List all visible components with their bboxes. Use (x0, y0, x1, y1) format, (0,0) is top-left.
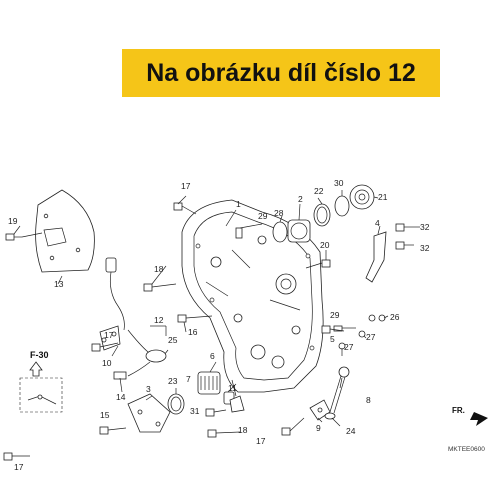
part-17-bolt-top (173, 202, 197, 215)
part-1-crankcase-cover (181, 199, 324, 393)
part-29-pin-lower (333, 325, 356, 332)
callout-31: 31 (190, 406, 200, 416)
callout-6: 6 (210, 351, 215, 361)
callout-13: 13 (54, 279, 64, 289)
part-32-bolt-upper (395, 223, 414, 232)
part-27-seal-upper (358, 330, 366, 338)
callout-10: 10 (102, 358, 112, 368)
callout-32-lower: 32 (420, 243, 430, 253)
callout-27-upper: 27 (366, 332, 376, 342)
callout-2: 2 (298, 194, 303, 204)
callout-21: 21 (378, 192, 388, 202)
part-23-o-ring (167, 393, 185, 415)
part-25-wire (113, 329, 169, 380)
callout-28: 28 (274, 208, 284, 218)
callout-7: 7 (186, 374, 191, 384)
callout-3: 3 (146, 384, 151, 394)
part-8-dipstick (329, 366, 350, 414)
callout-4: 4 (375, 218, 380, 228)
part-17-bolt-bottom-left (3, 452, 30, 461)
part-24-o-ring (324, 412, 336, 420)
leader-lines (13, 190, 420, 427)
callout-19: 19 (8, 216, 18, 226)
part-19-bolt (5, 232, 43, 241)
part-16-bolt (177, 314, 213, 323)
part-3-cover (127, 393, 171, 433)
callout-20: 20 (320, 240, 330, 250)
part-5-bolt (321, 325, 345, 334)
part-11-clip (229, 395, 245, 413)
part-18-bolt-lower (207, 429, 241, 438)
callout-5: 5 (330, 334, 335, 344)
part-17-bolt-middle (91, 342, 119, 352)
part-2-pump-assembly (287, 219, 311, 243)
callout-24: 24 (346, 426, 356, 436)
callout-9: 9 (316, 423, 321, 433)
callout-29-lower: 29 (330, 310, 340, 320)
callout-11: 11 (228, 383, 237, 393)
banner-text: Na obrázku díl číslo 12 (146, 58, 416, 87)
front-direction-arrow (470, 412, 488, 426)
section-reference-label: F-30 (30, 350, 49, 360)
part-22-circlip (313, 203, 331, 227)
callout-17-top: 17 (181, 181, 191, 191)
part-26-washer (368, 314, 386, 322)
f30-reference-detail (19, 361, 63, 413)
callout-18-upper: 18 (154, 264, 164, 274)
part-10-sensor-harness (99, 257, 125, 351)
part-28-seal (272, 221, 288, 243)
part-29-pin-upper (235, 227, 243, 239)
callout-27-lower: 27 (344, 342, 354, 352)
part-18-bolt-upper (143, 283, 177, 292)
part-17-bolt-bottom (281, 417, 305, 436)
callout-17-bottom-left: 17 (14, 462, 24, 472)
part-21-bearing (349, 184, 375, 210)
part-4-bracket (365, 231, 387, 283)
callout-14: 14 (116, 392, 126, 402)
part-13-cover-plate (35, 189, 95, 273)
front-direction-label: FR. (452, 406, 465, 415)
part-15-bolt (99, 426, 127, 435)
callout-30: 30 (334, 178, 344, 188)
callout-25: 25 (168, 335, 178, 345)
part-12-highlight-leaders (150, 325, 167, 336)
part-6-oil-filter (197, 371, 221, 395)
callout-26: 26 (390, 312, 400, 322)
callout-17-middle: 17 (104, 330, 114, 340)
callout-17-bottom: 17 (256, 436, 266, 446)
callout-12: 12 (154, 315, 164, 325)
callout-8: 8 (366, 395, 371, 405)
callout-15: 15 (100, 410, 110, 420)
callout-16: 16 (188, 327, 198, 337)
callout-1: 1 (236, 199, 241, 209)
callout-22: 22 (314, 186, 324, 196)
callout-29-upper: 29 (258, 211, 268, 221)
part-30-ring (334, 195, 350, 217)
part-32-bolt-lower (395, 241, 414, 250)
callout-32-upper: 32 (420, 222, 430, 232)
part-31-bolt (205, 408, 227, 417)
part-number-banner: Na obrázku díl číslo 12 (122, 49, 440, 97)
callout-23: 23 (168, 376, 178, 386)
callout-18-lower: 18 (238, 425, 248, 435)
diagram-code: MKTEE0600 (448, 446, 485, 453)
